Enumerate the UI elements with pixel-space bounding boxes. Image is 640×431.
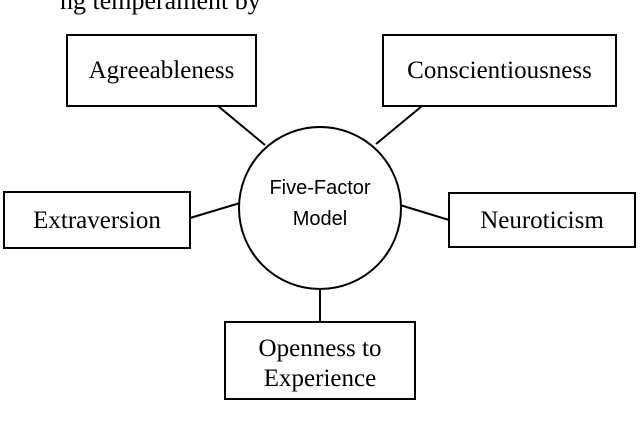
node-openness-label-line2: Experience bbox=[264, 365, 376, 392]
node-openness-box bbox=[224, 321, 416, 400]
center-node: Five-Factor Model bbox=[238, 126, 402, 290]
node-neuroticism-label: Neuroticism bbox=[480, 207, 604, 234]
node-openness-label-line1: Openness to bbox=[259, 335, 382, 362]
node-neuroticism: Neuroticism bbox=[448, 192, 636, 248]
connector-neuroticism bbox=[399, 204, 450, 221]
node-conscientiousness-box bbox=[382, 34, 617, 107]
connector-agreeableness bbox=[217, 105, 266, 146]
node-conscientiousness-label: Conscientiousness bbox=[407, 57, 592, 84]
cut-off-caption: ng temperament by bbox=[60, 0, 261, 15]
node-agreeableness: Agreeableness bbox=[66, 34, 257, 107]
node-conscientiousness: Conscientiousness bbox=[382, 34, 617, 107]
node-extraversion: Extraversion bbox=[3, 191, 191, 249]
connector-extraversion bbox=[189, 202, 241, 219]
node-openness: Openness to Experience bbox=[224, 321, 416, 400]
center-circle bbox=[238, 126, 402, 290]
connector-conscientiousness bbox=[375, 105, 423, 145]
center-label-line2: Model bbox=[293, 208, 347, 230]
node-agreeableness-box bbox=[66, 34, 257, 107]
node-agreeableness-label: Agreeableness bbox=[89, 57, 235, 84]
node-extraversion-label: Extraversion bbox=[33, 207, 161, 234]
center-label-line1: Five-Factor bbox=[269, 177, 370, 199]
node-neuroticism-box bbox=[448, 192, 636, 248]
node-extraversion-box bbox=[3, 191, 191, 249]
